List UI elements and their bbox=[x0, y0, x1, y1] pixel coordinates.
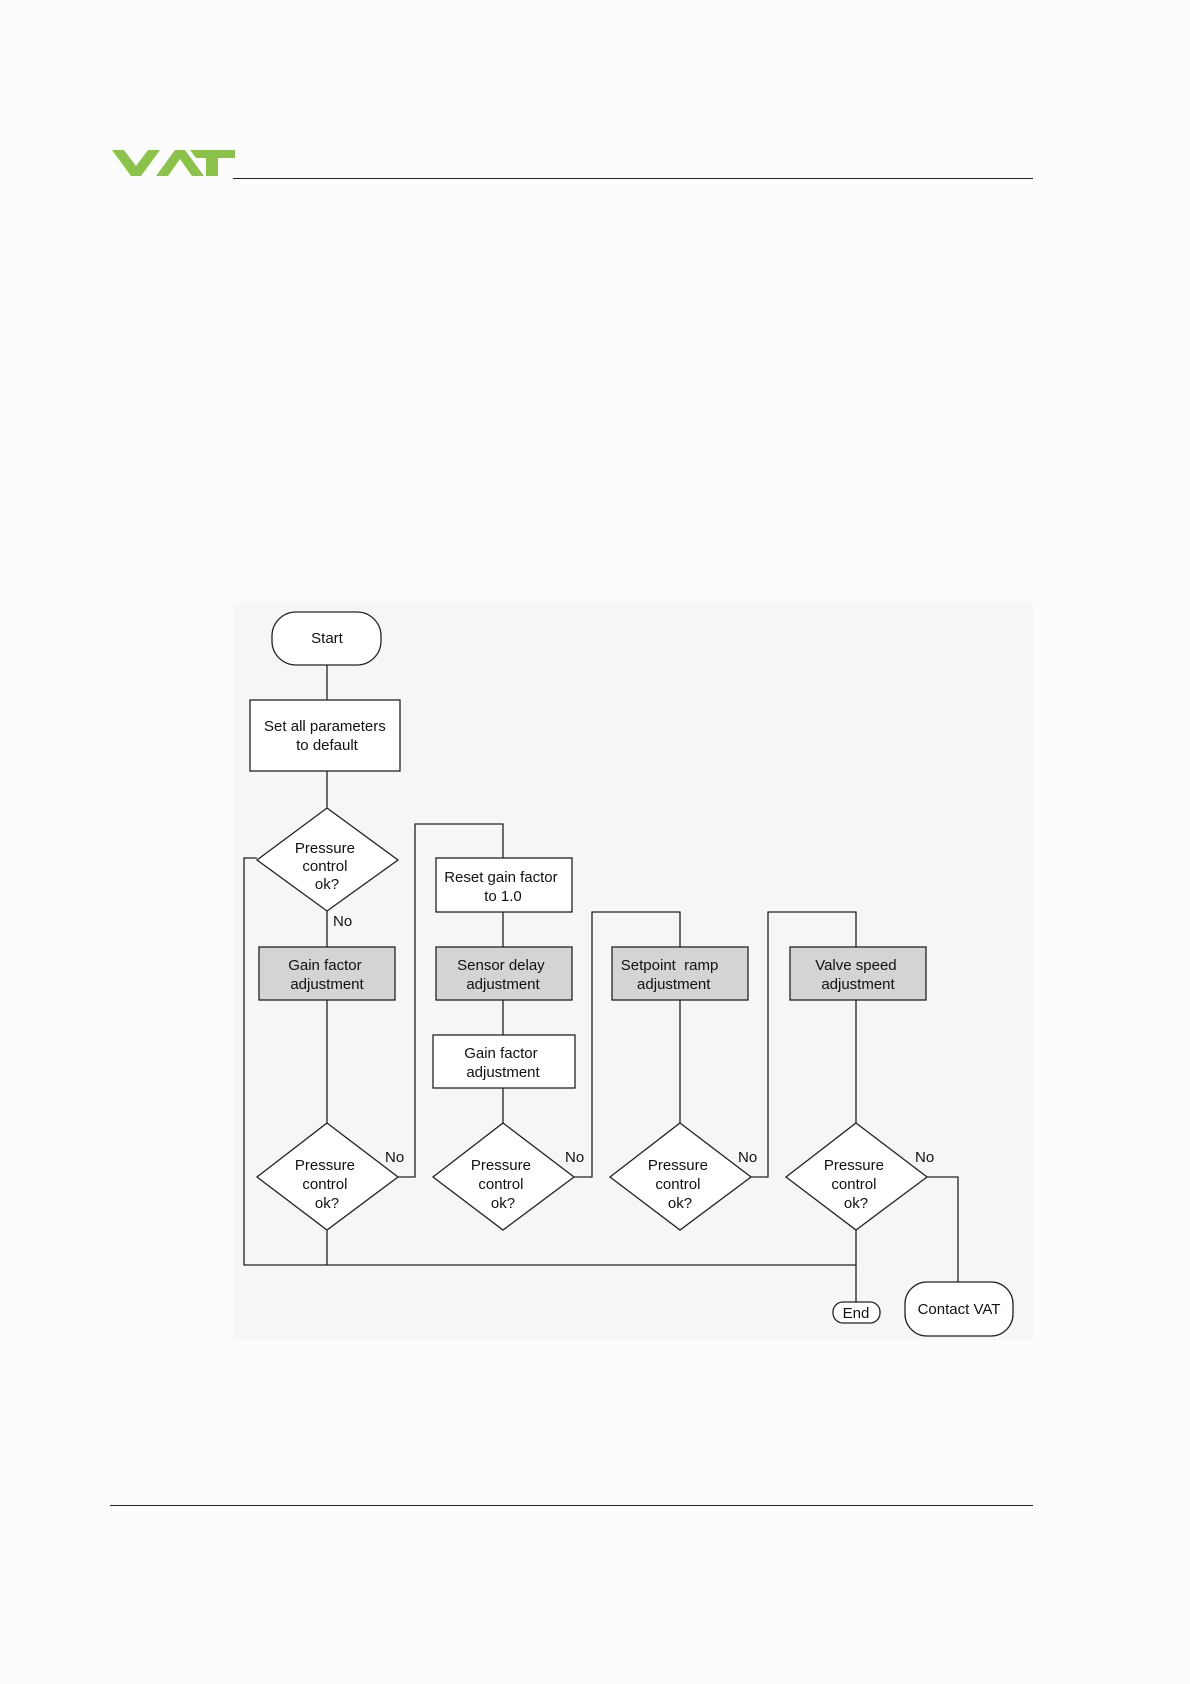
reset-gain-label: Reset gain factor to 1.0 bbox=[444, 869, 562, 905]
valve-speed-box bbox=[789, 946, 927, 1001]
decision-1-no-label: No bbox=[333, 913, 352, 930]
decision-5-no-label: No bbox=[915, 1149, 934, 1166]
decision-4-label: Pressure control ok? bbox=[648, 1157, 712, 1212]
start-label: Start bbox=[311, 630, 344, 647]
gain-factor-adjustment-2-box bbox=[432, 1034, 576, 1089]
decision-3-diamond bbox=[431, 1122, 576, 1231]
decision-1-label: Pressure control ok? bbox=[295, 840, 359, 893]
valve-speed-label: Valve speed adjustment bbox=[815, 957, 901, 993]
gain-factor-adjustment-2-label: Gain factor adjustment bbox=[464, 1045, 542, 1081]
reset-gain-box bbox=[435, 857, 573, 913]
decision-5-label: Pressure control ok? bbox=[824, 1157, 888, 1212]
end-label: End bbox=[843, 1305, 870, 1322]
decision-3-label: Pressure control ok? bbox=[471, 1157, 535, 1212]
sensor-delay-label: Sensor delay adjustment bbox=[457, 957, 549, 993]
start-terminator bbox=[271, 611, 382, 666]
decision-5-diamond bbox=[784, 1122, 929, 1231]
contact-vat-label: Contact VAT bbox=[918, 1301, 1001, 1318]
sensor-delay-box bbox=[435, 946, 573, 1001]
footer-rule bbox=[110, 1505, 1033, 1506]
decision-1-diamond bbox=[255, 807, 400, 912]
decision-3-no-label: No bbox=[565, 1149, 584, 1166]
gain-factor-adjustment-1-box bbox=[258, 946, 396, 1001]
decision-4-no-label: No bbox=[738, 1149, 757, 1166]
header-rule bbox=[233, 178, 1033, 179]
set-defaults-label: Set all parameters to default bbox=[264, 718, 390, 754]
decision-2-diamond bbox=[255, 1122, 400, 1231]
vat-logo bbox=[112, 150, 235, 176]
contact-vat-terminator bbox=[904, 1281, 1014, 1337]
decision-2-label: Pressure control ok? bbox=[295, 1157, 359, 1212]
setpoint-ramp-label: Setpoint ramp adjustment bbox=[0, 0, 739, 993]
gain-factor-adjustment-1-label: Gain factor adjustment bbox=[288, 957, 366, 993]
setpoint-ramp-box bbox=[611, 946, 749, 1001]
set-defaults-box bbox=[249, 699, 401, 772]
decision-4-diamond bbox=[608, 1122, 753, 1231]
end-terminator bbox=[832, 1301, 881, 1324]
decision-2-no-label: No bbox=[385, 1149, 404, 1166]
